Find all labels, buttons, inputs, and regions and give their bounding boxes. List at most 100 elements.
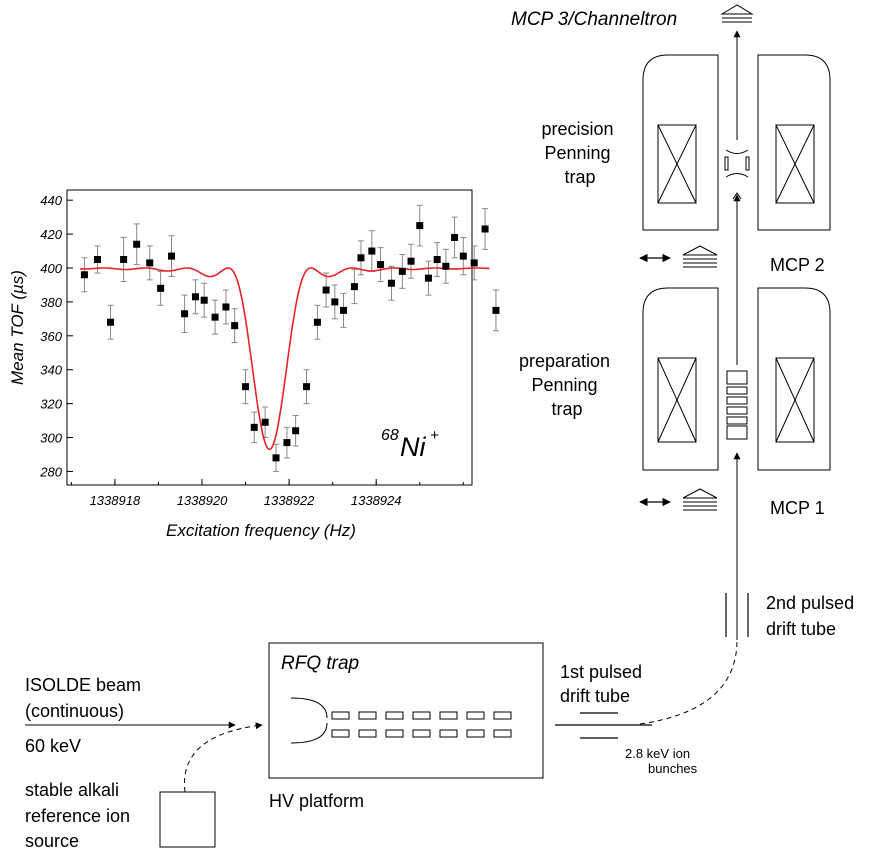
mcp2-label: MCP 2 — [770, 255, 825, 275]
rfq-segment — [385, 729, 404, 738]
data-point — [331, 298, 339, 306]
data-point — [481, 225, 489, 233]
data-points — [80, 222, 500, 462]
data-point — [451, 233, 459, 241]
preparation-trap-electrodes — [726, 370, 748, 440]
data-point — [322, 286, 330, 294]
data-point — [303, 383, 311, 391]
data-point — [250, 423, 258, 431]
y-tick-label: 320 — [40, 397, 62, 412]
rfq-segment — [331, 711, 350, 720]
rfq-segment — [493, 729, 512, 738]
rfq-segment — [358, 729, 377, 738]
data-point — [181, 310, 189, 318]
y-tick-label: 440 — [40, 193, 62, 208]
rfq-segment — [412, 711, 431, 720]
mcp3-label: MCP 3/Channeltron — [511, 9, 677, 30]
alkali-source-label: stable alkali reference ion source — [25, 780, 135, 851]
rfq-segment — [358, 711, 377, 720]
rfq-segment — [439, 729, 458, 738]
data-point — [283, 439, 291, 447]
rfq-segment — [466, 729, 485, 738]
x-tick-label: 1338918 — [90, 493, 141, 508]
data-point — [107, 318, 115, 326]
data-point — [368, 247, 376, 255]
first-drift-tube — [555, 712, 652, 739]
data-point — [80, 271, 88, 279]
y-tick-label: 280 — [39, 464, 62, 479]
data-point — [470, 259, 478, 267]
data-point — [146, 259, 154, 267]
precision-trap-label: precision Penning trap — [541, 119, 618, 187]
data-point — [433, 256, 441, 264]
rfq-segment — [466, 711, 485, 720]
second-drift-tube-label: 2nd pulsed drift tube — [766, 593, 859, 639]
precision-trap-electrodes — [724, 149, 750, 200]
data-point — [387, 279, 395, 287]
data-point — [261, 418, 269, 426]
data-point — [242, 383, 250, 391]
data-point — [133, 240, 141, 248]
x-tick-label: 1338920 — [177, 493, 228, 508]
fit-curve — [80, 267, 490, 451]
y-tick-label: 340 — [40, 363, 62, 378]
first-drift-tube-label: 1st pulsed drift tube — [560, 662, 647, 706]
data-point — [272, 454, 280, 462]
ion-bunches-label: 2.8 keV ion bunches — [625, 746, 698, 776]
isolde-beam-label: ISOLDE beam (continuous) — [25, 675, 146, 721]
data-point — [407, 257, 415, 265]
mcp2-detector-icon — [682, 245, 718, 268]
y-tick-label: 420 — [40, 227, 62, 242]
y-tick-label: 300 — [40, 431, 62, 446]
data-point — [168, 252, 176, 260]
data-point — [231, 322, 239, 330]
x-axis-ticks: 1338918 1338920 1338922 1338924 — [70, 479, 464, 508]
y-tick-label: 360 — [40, 329, 62, 344]
data-point — [211, 313, 219, 321]
y-tick-label: 400 — [40, 261, 62, 276]
data-point — [93, 256, 101, 264]
data-point — [313, 318, 321, 326]
mcp1-label: MCP 1 — [770, 498, 825, 518]
x-axis-label: Excitation frequency (Hz) — [166, 521, 356, 540]
y-tick-label: 380 — [40, 295, 62, 310]
precision-trap-magnet — [642, 54, 831, 231]
data-point — [424, 274, 432, 282]
rfq-segment — [385, 711, 404, 720]
data-point — [191, 293, 199, 301]
isotope-mass: 68 — [381, 427, 399, 444]
isotope-charge: + — [430, 427, 439, 444]
data-point — [222, 303, 230, 311]
y-axis-ticks: 280 300 320 340 360 380 400 420 440 — [39, 193, 73, 479]
data-point — [120, 256, 128, 264]
rfq-electrodes — [290, 697, 328, 744]
isotope-annotation: 68 Ni + — [381, 427, 439, 462]
mcp3-detector-icon — [720, 4, 754, 23]
data-point — [340, 306, 348, 314]
beam-line — [639, 30, 741, 725]
rfq-segment — [331, 729, 350, 738]
data-point — [442, 262, 450, 270]
data-point — [292, 427, 300, 435]
x-tick-label: 1338922 — [264, 493, 315, 508]
energy-label: 60 keV — [25, 736, 81, 756]
chart-frame — [66, 189, 473, 486]
rfq-segments — [331, 711, 512, 738]
rfq-segment — [493, 711, 512, 720]
data-point — [492, 306, 500, 314]
rfq-trap-label: RFQ trap — [281, 653, 359, 674]
second-drift-tube — [725, 593, 749, 637]
data-point — [398, 267, 406, 275]
hv-platform-box — [268, 642, 544, 779]
alkali-beam-arrow — [183, 722, 263, 793]
rfq-segment — [412, 729, 431, 738]
hv-platform-label: HV platform — [269, 791, 364, 811]
preparation-trap-magnet — [642, 287, 831, 471]
data-point — [459, 252, 467, 260]
alkali-source-box — [159, 791, 216, 848]
x-tick-label: 1338924 — [351, 493, 402, 508]
data-point — [157, 284, 165, 292]
data-point — [200, 296, 208, 304]
